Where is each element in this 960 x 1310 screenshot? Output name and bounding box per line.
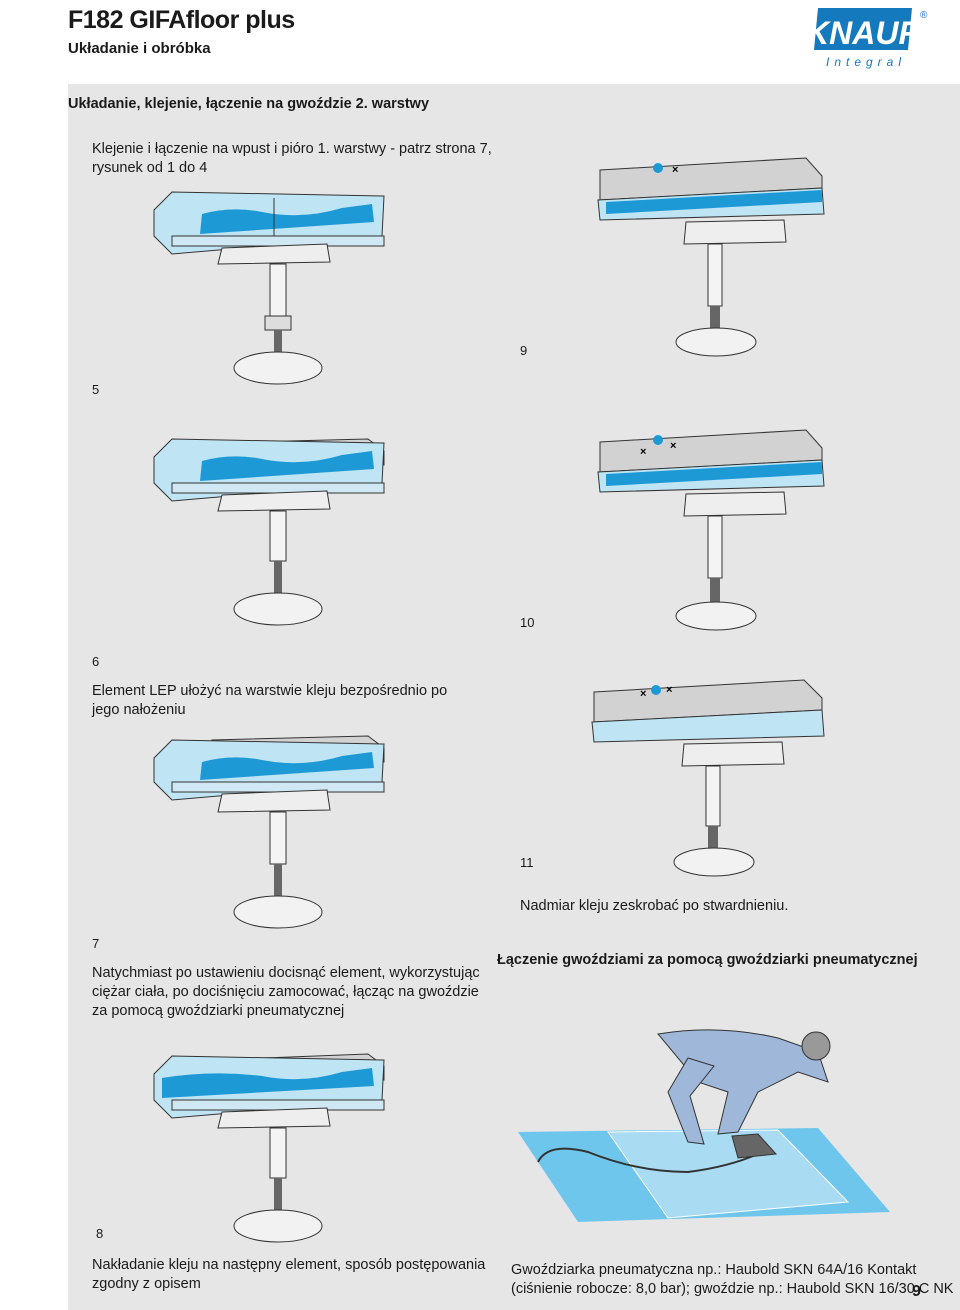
document-title: F182 GIFAfloor plus xyxy=(68,6,295,34)
figure-number-9: 9 xyxy=(520,343,528,358)
nailing-caption-line1: Gwoździarka pneumatyczna np.: Haubold SK… xyxy=(511,1262,917,1278)
logo-sub-text: Integral xyxy=(826,55,906,69)
nailing-illustration xyxy=(518,1029,890,1222)
figure-8-caption-line2: zgodny z opisem xyxy=(92,1276,201,1292)
document-subtitle: Układanie i obróbka xyxy=(68,40,211,57)
knauf-logo: KNAUF Integral ® xyxy=(808,8,928,69)
svg-text:×: × xyxy=(640,688,646,700)
svg-text:×: × xyxy=(640,446,646,458)
page-header: F182 GIFAfloor plus Układanie i obróbka … xyxy=(0,0,960,84)
figure-number-5: 5 xyxy=(92,382,100,397)
figure-number-6: 6 xyxy=(92,654,100,669)
figure-7-caption-line2: ciężar ciała, po dociśnięciu zamocować, … xyxy=(92,984,479,1000)
figure-number-7: 7 xyxy=(92,936,100,951)
figure-8-caption-line1: Nakładanie kleju na następny element, sp… xyxy=(92,1257,486,1273)
svg-text:×: × xyxy=(670,440,676,452)
intro-text-line1: Klejenie i łączenie na wpust i pióro 1. … xyxy=(92,141,492,157)
svg-text:×: × xyxy=(672,164,678,176)
logo-brand-text: KNAUF xyxy=(808,15,919,51)
svg-text:×: × xyxy=(666,684,672,696)
nailing-heading: Łączenie gwoździami za pomocą gwoździark… xyxy=(497,952,918,968)
figure-number-8: 8 xyxy=(96,1226,104,1241)
registered-mark: ® xyxy=(920,10,928,21)
figure-7-caption-line3: za pomocą gwoździarki pneumatycznej xyxy=(92,1003,345,1019)
figure-6-caption-line1: Element LEP ułożyć na warstwie kleju bez… xyxy=(92,683,448,699)
figure-6-caption-line2: jego nałożeniu xyxy=(92,702,186,718)
figure-number-10: 10 xyxy=(520,615,535,630)
figure-6-illustration xyxy=(153,438,385,626)
figure-5-illustration xyxy=(153,191,385,385)
figure-10-illustration: × × xyxy=(597,429,825,631)
intro-text-line2: rysunek od 1 do 4 xyxy=(92,160,208,176)
figure-8-illustration: × xyxy=(153,1053,385,1243)
nailing-caption-line2: (ciśnienie robocze: 8,0 bar); gwoździe n… xyxy=(511,1281,954,1297)
page-number: 9 xyxy=(912,1283,921,1300)
figure-11-illustration: × × xyxy=(591,679,825,877)
figure-7-caption-line1: Natychmiast po ustawieniu docisnąć eleme… xyxy=(92,965,480,981)
figure-number-11: 11 xyxy=(520,855,534,870)
section-heading: Układanie, klejenie, łączenie na gwoździ… xyxy=(68,96,430,112)
figure-7-illustration: × xyxy=(153,735,385,929)
figure-11-caption: Nadmiar kleju zeskrobać po stwardnieniu. xyxy=(520,898,789,914)
figure-9-illustration: × xyxy=(597,157,825,357)
